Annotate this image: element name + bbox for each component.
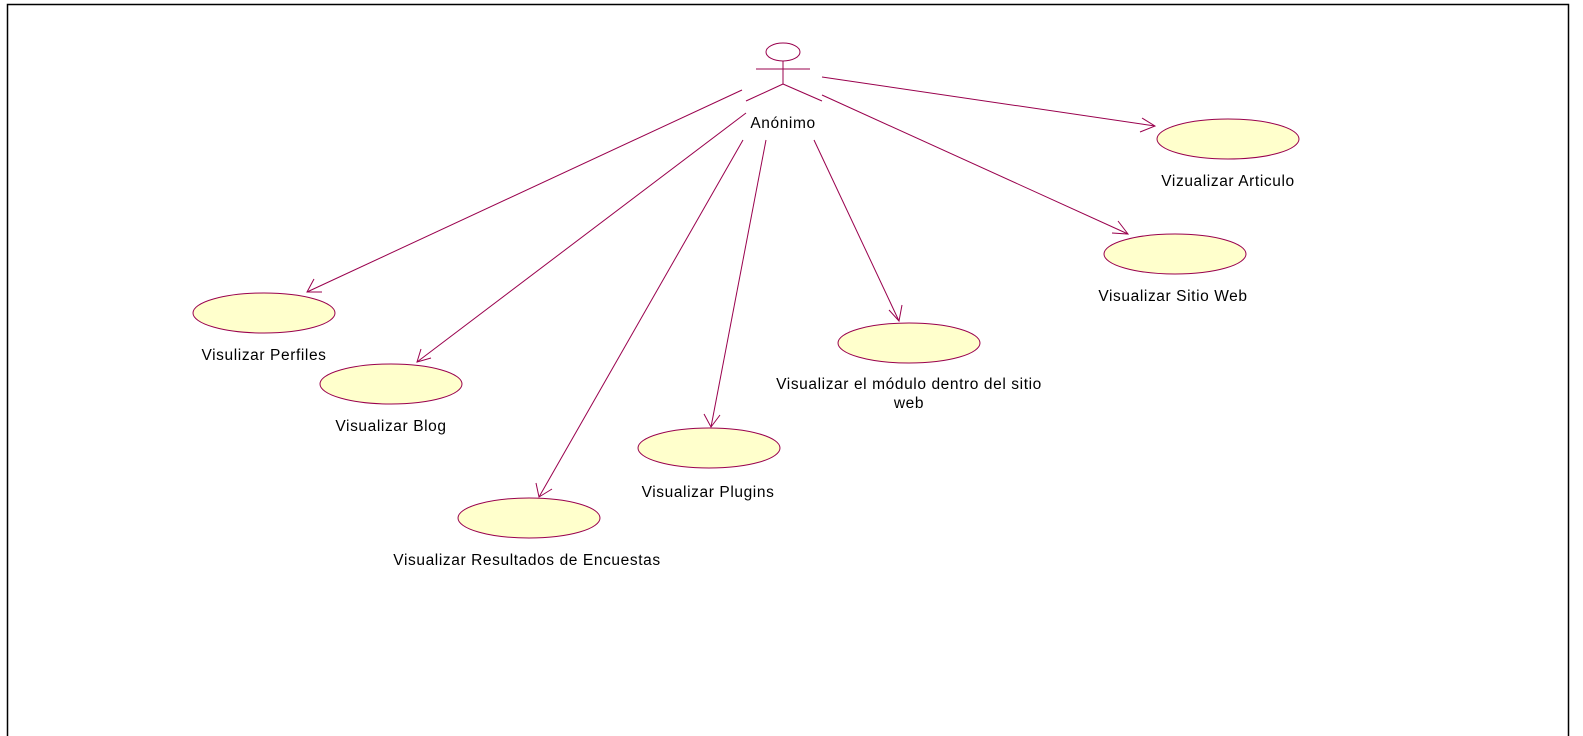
associations — [306, 76, 1157, 498]
association-sitio-web — [821, 94, 1130, 235]
use-case-sitio-web[interactable]: Visualizar Sitio Web — [1098, 233, 1247, 305]
actor-label: Anónimo — [750, 115, 815, 132]
use-case-label: Visualizar Plugins — [642, 484, 775, 501]
use-case-ellipse — [1103, 233, 1247, 275]
association-plugins — [703, 139, 767, 428]
use-case-label: Visualizar Blog — [335, 418, 446, 435]
use-case-ellipse — [192, 292, 336, 334]
actor-anonimo[interactable]: Anónimo — [745, 42, 823, 132]
use-case-label: Visulizar Perfiles — [201, 347, 326, 364]
association-modulo — [813, 139, 903, 323]
use-case-ellipse — [1156, 118, 1300, 160]
use-case-perfiles[interactable]: Visulizar Perfiles — [192, 292, 336, 364]
use-case-blog[interactable]: Visualizar Blog — [319, 363, 463, 435]
use-case-label: Visualizar Sitio Web — [1098, 288, 1247, 305]
use-case-articulo[interactable]: Vizualizar Articulo — [1156, 118, 1300, 190]
use-case-ellipse — [457, 497, 601, 539]
use-case-ellipse — [319, 363, 463, 405]
use-case-label-line1: Visualizar el módulo dentro del sitio — [776, 376, 1042, 393]
use-case-modulo[interactable]: Visualizar el módulo dentro del sitio we… — [776, 322, 1042, 412]
use-case-encuestas[interactable]: Visualizar Resultados de Encuestas — [393, 497, 660, 569]
use-case-plugins[interactable]: Visualizar Plugins — [637, 427, 781, 501]
use-case-ellipse — [837, 322, 981, 364]
use-case-label-line2: web — [893, 395, 924, 412]
use-case-label: Visualizar Resultados de Encuestas — [393, 552, 660, 569]
diagram-frame — [6, 3, 1570, 736]
association-encuestas — [535, 139, 744, 498]
association-perfiles — [306, 89, 743, 293]
stick-figure-icon — [745, 42, 823, 102]
association-articulo — [821, 76, 1157, 133]
use-case-ellipse — [637, 427, 781, 469]
association-blog — [416, 112, 747, 363]
use-case-label: Vizualizar Articulo — [1161, 173, 1294, 190]
